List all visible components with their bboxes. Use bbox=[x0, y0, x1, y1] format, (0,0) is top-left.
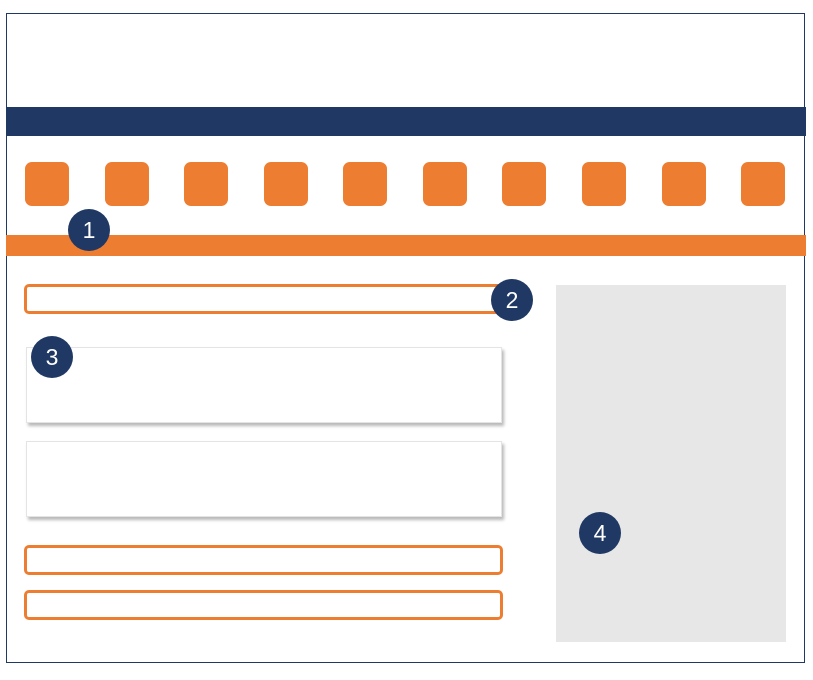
tile-item bbox=[264, 162, 308, 206]
bottom-outlined-field bbox=[24, 545, 503, 575]
accent-bar bbox=[6, 235, 806, 256]
tile-item bbox=[343, 162, 387, 206]
navigation-bar bbox=[6, 107, 806, 136]
content-card bbox=[26, 441, 502, 517]
side-panel bbox=[556, 285, 786, 642]
tile-item bbox=[662, 162, 706, 206]
callout-badge-1: 1 bbox=[68, 209, 110, 251]
tile-item bbox=[423, 162, 467, 206]
tile-item bbox=[582, 162, 626, 206]
tile-item bbox=[105, 162, 149, 206]
tile-item bbox=[741, 162, 785, 206]
bottom-outlined-field bbox=[24, 590, 503, 620]
callout-badge-3: 3 bbox=[31, 336, 73, 378]
tile-item bbox=[25, 162, 69, 206]
tile-item bbox=[184, 162, 228, 206]
tile-item bbox=[502, 162, 546, 206]
content-card bbox=[26, 347, 502, 423]
callout-badge-2: 2 bbox=[491, 279, 533, 321]
top-outlined-field bbox=[24, 284, 503, 314]
callout-badge-4: 4 bbox=[579, 512, 621, 554]
